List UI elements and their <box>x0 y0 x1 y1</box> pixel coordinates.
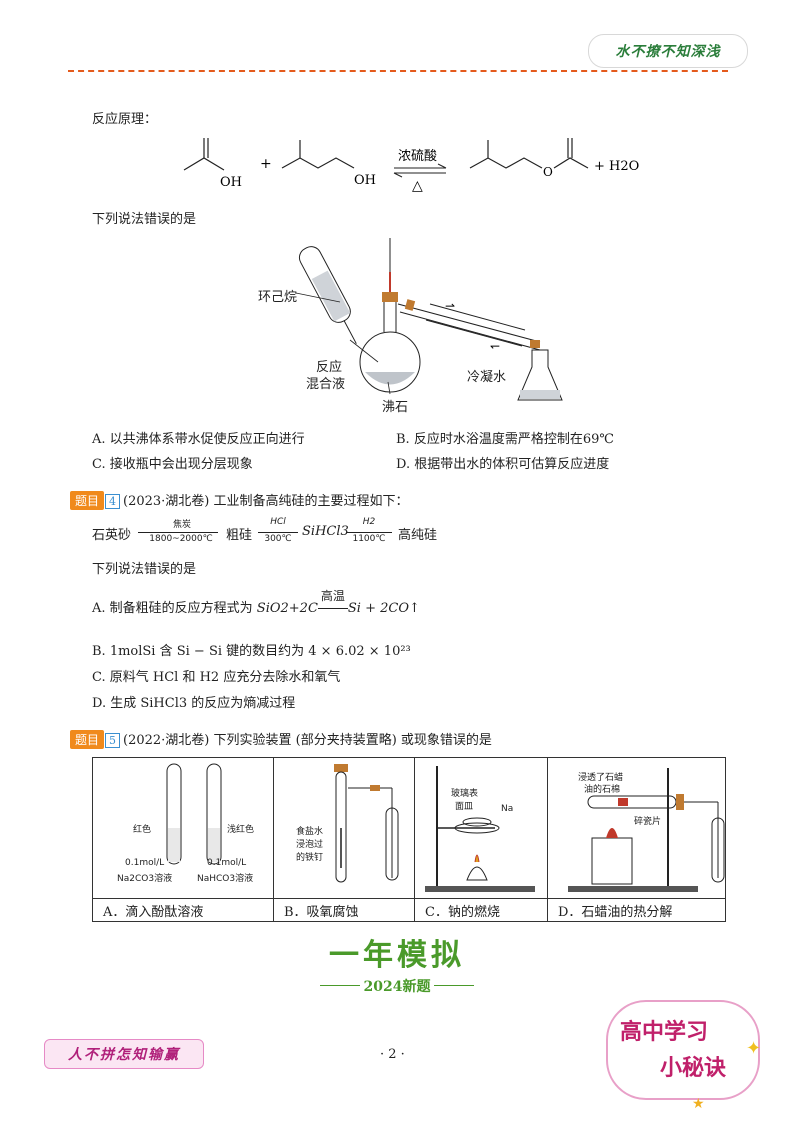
q5-tag: 题目 <box>70 730 105 749</box>
star-icon: ★ <box>692 1096 705 1112</box>
exp-cell-d: 浸透了石蜡 油的石棉 碎瓷片 D．石蜡油的热分解 <box>547 757 726 922</box>
b-label-1: 食盐水 <box>296 827 324 837</box>
svg-text:⇀: ⇀ <box>445 299 455 313</box>
exp-caption-b: B．吸氧腐蚀 <box>274 898 414 921</box>
q4-prompt: 下列说法错误的是 <box>92 562 197 577</box>
section-subtitle: 2024新题 <box>363 979 431 995</box>
q3-option-d: D. 根据带出水的体积可估算反应进度 <box>396 457 610 472</box>
page-number: · 2 · <box>380 1047 405 1062</box>
c-label-1: 玻璃表 <box>451 789 479 799</box>
exp-cell-b: 食盐水 浸泡过 的铁钉 B．吸氧腐蚀 <box>273 757 415 922</box>
flow-cond-3-bot: 1100℃ <box>352 534 386 544</box>
flow-cond-2-top: HCl <box>270 517 286 527</box>
acid-oh: OH <box>220 175 242 190</box>
heat-symbol: △ <box>412 178 423 194</box>
flow-cond-1-top: 焦炭 <box>172 520 191 530</box>
q4-stem: (2023·湖北卷) 工业制备高纯硅的主要过程如下： <box>123 494 409 509</box>
flow-step-2: 粗硅 <box>226 528 253 543</box>
q3-option-b: B. 反应时水浴温度需严格控制在69℃ <box>396 432 614 447</box>
exp-caption-a: A．滴入酚酞溶液 <box>93 898 273 921</box>
label-mixture-1: 反应 <box>316 360 343 375</box>
section-title: 一年模拟 <box>329 938 465 973</box>
q3-option-a: A. 以共沸体系带水促使反应正向进行 <box>92 432 305 447</box>
label-chips: 沸石 <box>382 400 409 415</box>
d-label-1: 浸透了石蜡 <box>578 773 624 783</box>
b-label-2: 浸泡过 <box>296 840 324 850</box>
flow-step-1: 石英砂 <box>92 528 132 543</box>
optA-condition: 高温 <box>320 589 345 603</box>
b-label-3: 的铁钉 <box>296 853 324 863</box>
catalyst-label: 浓硫酸 <box>398 149 437 164</box>
a-right-color: 浅红色 <box>227 825 255 835</box>
exp-caption-c: C．钠的燃烧 <box>415 898 547 921</box>
distillation-apparatus: ⇀ ↽ <box>295 238 563 401</box>
alcohol-oh: OH <box>354 173 376 188</box>
header-divider <box>68 70 728 72</box>
flow-cond-1-bot: 1800~2000℃ <box>149 534 213 544</box>
section-label: 反应原理： <box>92 112 158 127</box>
q5-stem: (2022·湖北卷) 下列实验装置 (部分夹持装置略) 或现象错误的是 <box>123 733 492 748</box>
q5-number: 5 <box>105 733 121 748</box>
q3-option-c: C. 接收瓶中会出现分层现象 <box>92 457 253 472</box>
exp-cell-c: 玻璃表 面皿 Na C．钠的燃烧 <box>414 757 548 922</box>
q4-tag: 题目 <box>70 491 105 510</box>
q4-option-d: D. 生成 SiHCl3 的反应为熵减过程 <box>92 696 296 711</box>
flow-step-4: 高纯硅 <box>398 528 438 543</box>
q5-experiment-table: 红色 浅红色 0.1mol/L Na2CO3溶液 0.1mol/L NaHCO3… <box>92 757 726 922</box>
ester-o: O <box>543 165 553 179</box>
header-motto: 水不撩不知深浅 <box>588 34 748 68</box>
a-left-conc: 0.1mol/L <box>125 858 165 868</box>
label-cold-water: 冷凝水 <box>467 370 507 385</box>
q4-flow: 石英砂 焦炭 1800~2000℃ 粗硅 HCl 300℃ SiHCl3 H2 … <box>92 514 612 548</box>
a-left-sol: Na2CO3溶液 <box>117 874 173 884</box>
d-label-3: 碎瓷片 <box>634 817 662 827</box>
flow-cond-2-bot: 300℃ <box>264 534 292 544</box>
q4-number: 4 <box>105 494 121 509</box>
label-cyclohexane: 环己烷 <box>258 290 298 305</box>
q4-option-c: C. 原料气 HCl 和 H2 应充分去除水和氧气 <box>92 670 341 685</box>
a-left-color: 红色 <box>133 825 152 835</box>
q3-prompt: 下列说法错误的是 <box>92 212 197 227</box>
label-mixture-2: 混合液 <box>306 377 346 392</box>
c-label-2: 面皿 <box>455 802 474 812</box>
footer-motto: 人不拼怎知输赢 <box>44 1039 204 1069</box>
a-right-conc: 0.1mol/L <box>207 858 247 868</box>
sparkle-icon: ✦ <box>746 1038 762 1059</box>
study-badge: 高中学习 小秘诀 ✦ ★ <box>606 1000 766 1112</box>
flow-step-3: SiHCl3 <box>302 524 349 539</box>
q4-option-b: B. 1molSi 含 Si − Si 键的数目约为 4 × 6.02 × 10… <box>92 644 411 659</box>
c-label-na: Na <box>501 804 514 814</box>
flow-cond-3-top: H2 <box>362 517 376 527</box>
plus-sign: + <box>260 156 272 172</box>
exp-cell-a: 红色 浅红色 0.1mol/L Na2CO3溶液 0.1mol/L NaHCO3… <box>92 757 274 922</box>
exp-caption-d: D．石蜡油的热分解 <box>548 898 725 921</box>
a-right-sol: NaHCO3溶液 <box>197 874 254 884</box>
badge-line-1: 高中学习 <box>620 1020 709 1045</box>
d-label-2: 油的石棉 <box>584 785 621 795</box>
badge-line-2: 小秘诀 <box>660 1056 727 1081</box>
reaction-scheme: OH + OH 浓硫酸 △ O + H2O <box>183 138 639 194</box>
product-water: + H2O <box>594 159 639 174</box>
svg-text:↽: ↽ <box>490 339 500 353</box>
